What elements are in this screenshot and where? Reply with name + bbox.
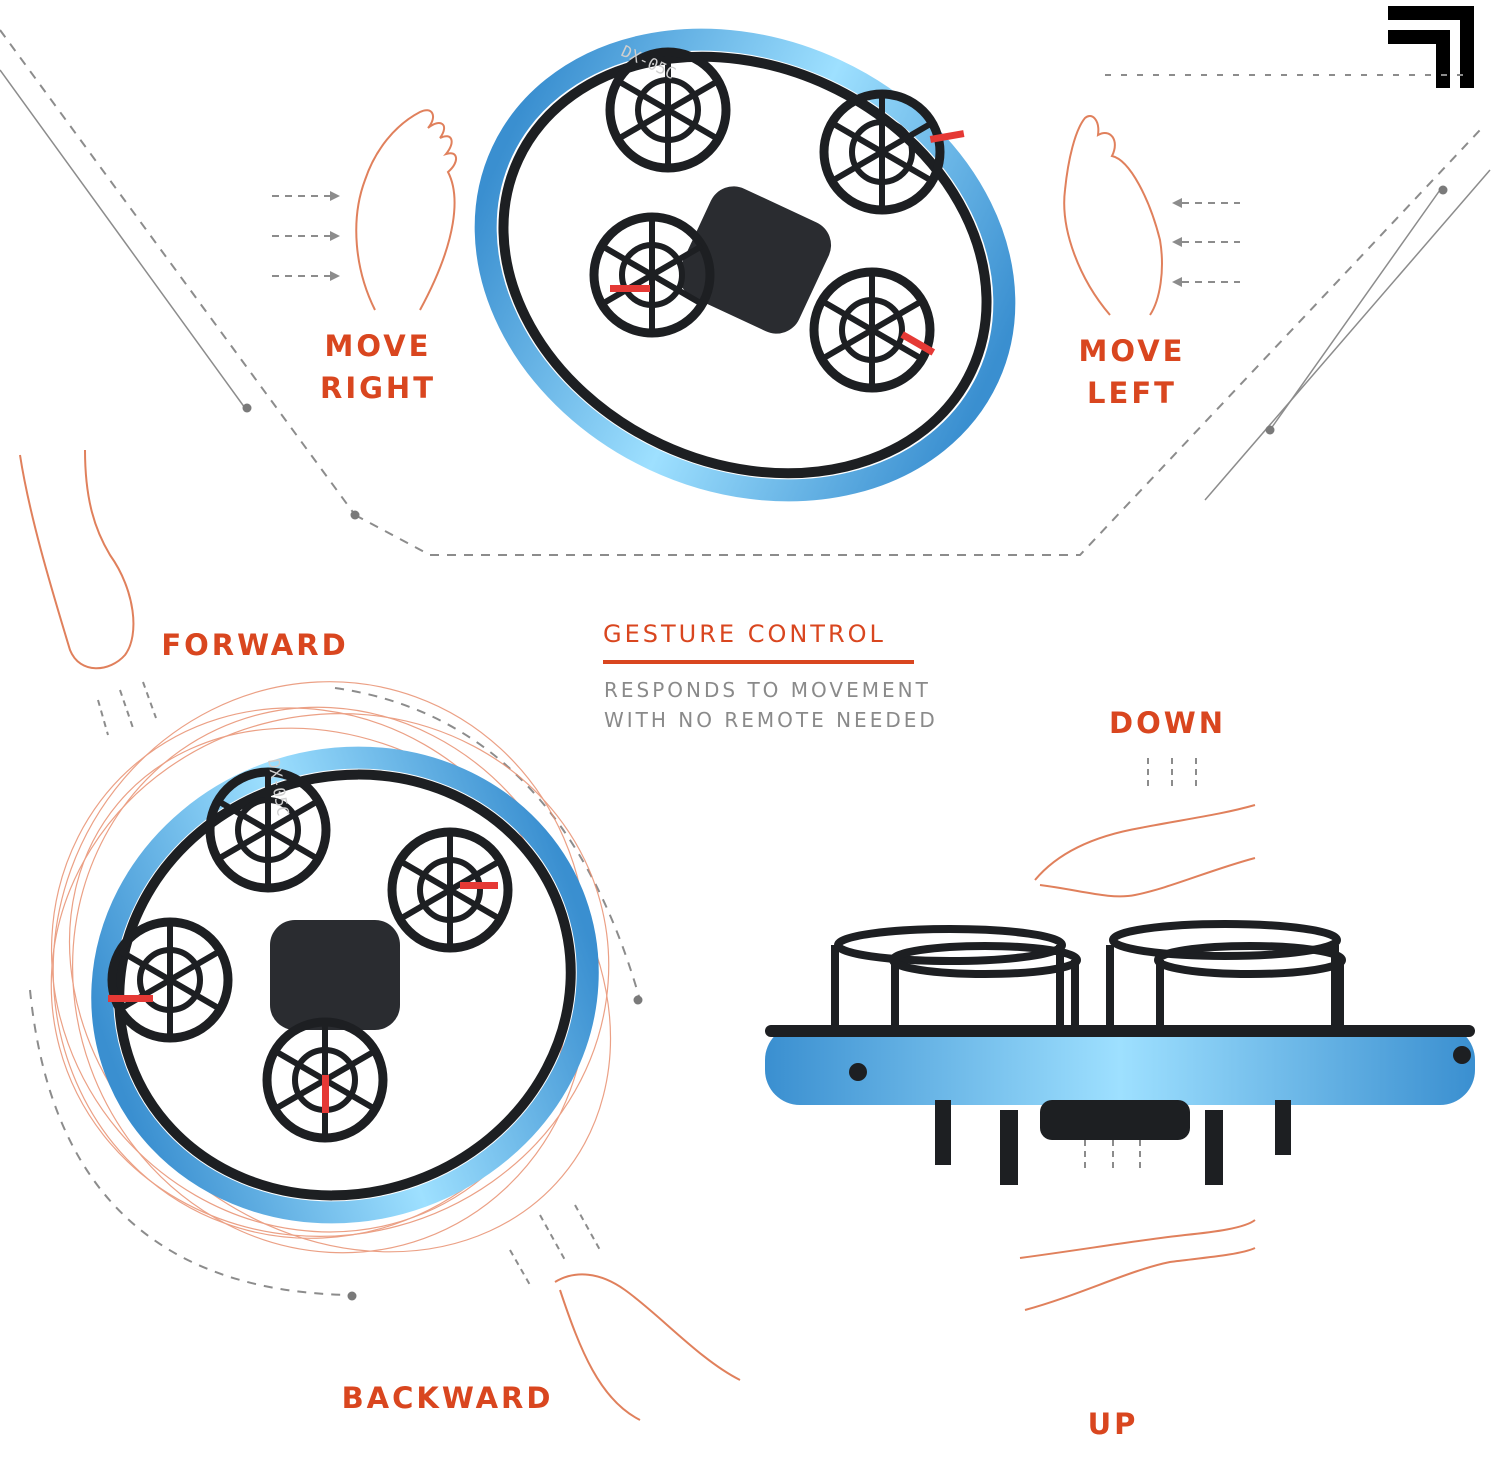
feature-title: GESTURE CONTROL bbox=[603, 620, 886, 648]
arrow-down-icon bbox=[1147, 758, 1197, 790]
hand-right-icon bbox=[355, 109, 457, 311]
arrow-backward-icon bbox=[509, 1204, 601, 1286]
label-backward: BACKWARD bbox=[341, 1381, 554, 1415]
corner-bracket-logo-icon bbox=[1388, 6, 1474, 88]
guide-dots bbox=[242, 185, 1448, 1301]
arrow-right-icon bbox=[272, 195, 330, 277]
feature-subtitle: RESPONDS TO MOVEMENT WITH NO REMOTE NEED… bbox=[604, 678, 938, 732]
arrow-left-heads bbox=[1172, 198, 1182, 287]
hand-backward-icon bbox=[554, 1273, 741, 1421]
dashed-guide-lines bbox=[0, 29, 1491, 1296]
drone-side-view bbox=[765, 920, 1475, 1185]
drone-top-view: DX-05C bbox=[474, 28, 1016, 502]
arrow-left-icon bbox=[1182, 202, 1240, 283]
label-down: DOWN bbox=[1109, 706, 1226, 740]
hand-up-icon bbox=[1019, 1219, 1256, 1311]
arrow-forward-icon bbox=[97, 681, 157, 736]
label-forward: FORWARD bbox=[161, 628, 349, 662]
arrow-up-icon bbox=[1084, 1140, 1141, 1172]
label-up: UP bbox=[1087, 1407, 1139, 1441]
feature-title-underline bbox=[603, 660, 914, 664]
hand-down-icon bbox=[1034, 804, 1256, 898]
hand-forward-icon bbox=[19, 449, 135, 670]
hand-left-icon bbox=[1063, 115, 1163, 316]
label-move-right: MOVE RIGHT bbox=[320, 329, 436, 405]
label-move-left: MOVE LEFT bbox=[1078, 334, 1186, 410]
drone-tilted-view: DX-05C bbox=[91, 746, 599, 1224]
arrow-right-heads bbox=[330, 191, 340, 281]
